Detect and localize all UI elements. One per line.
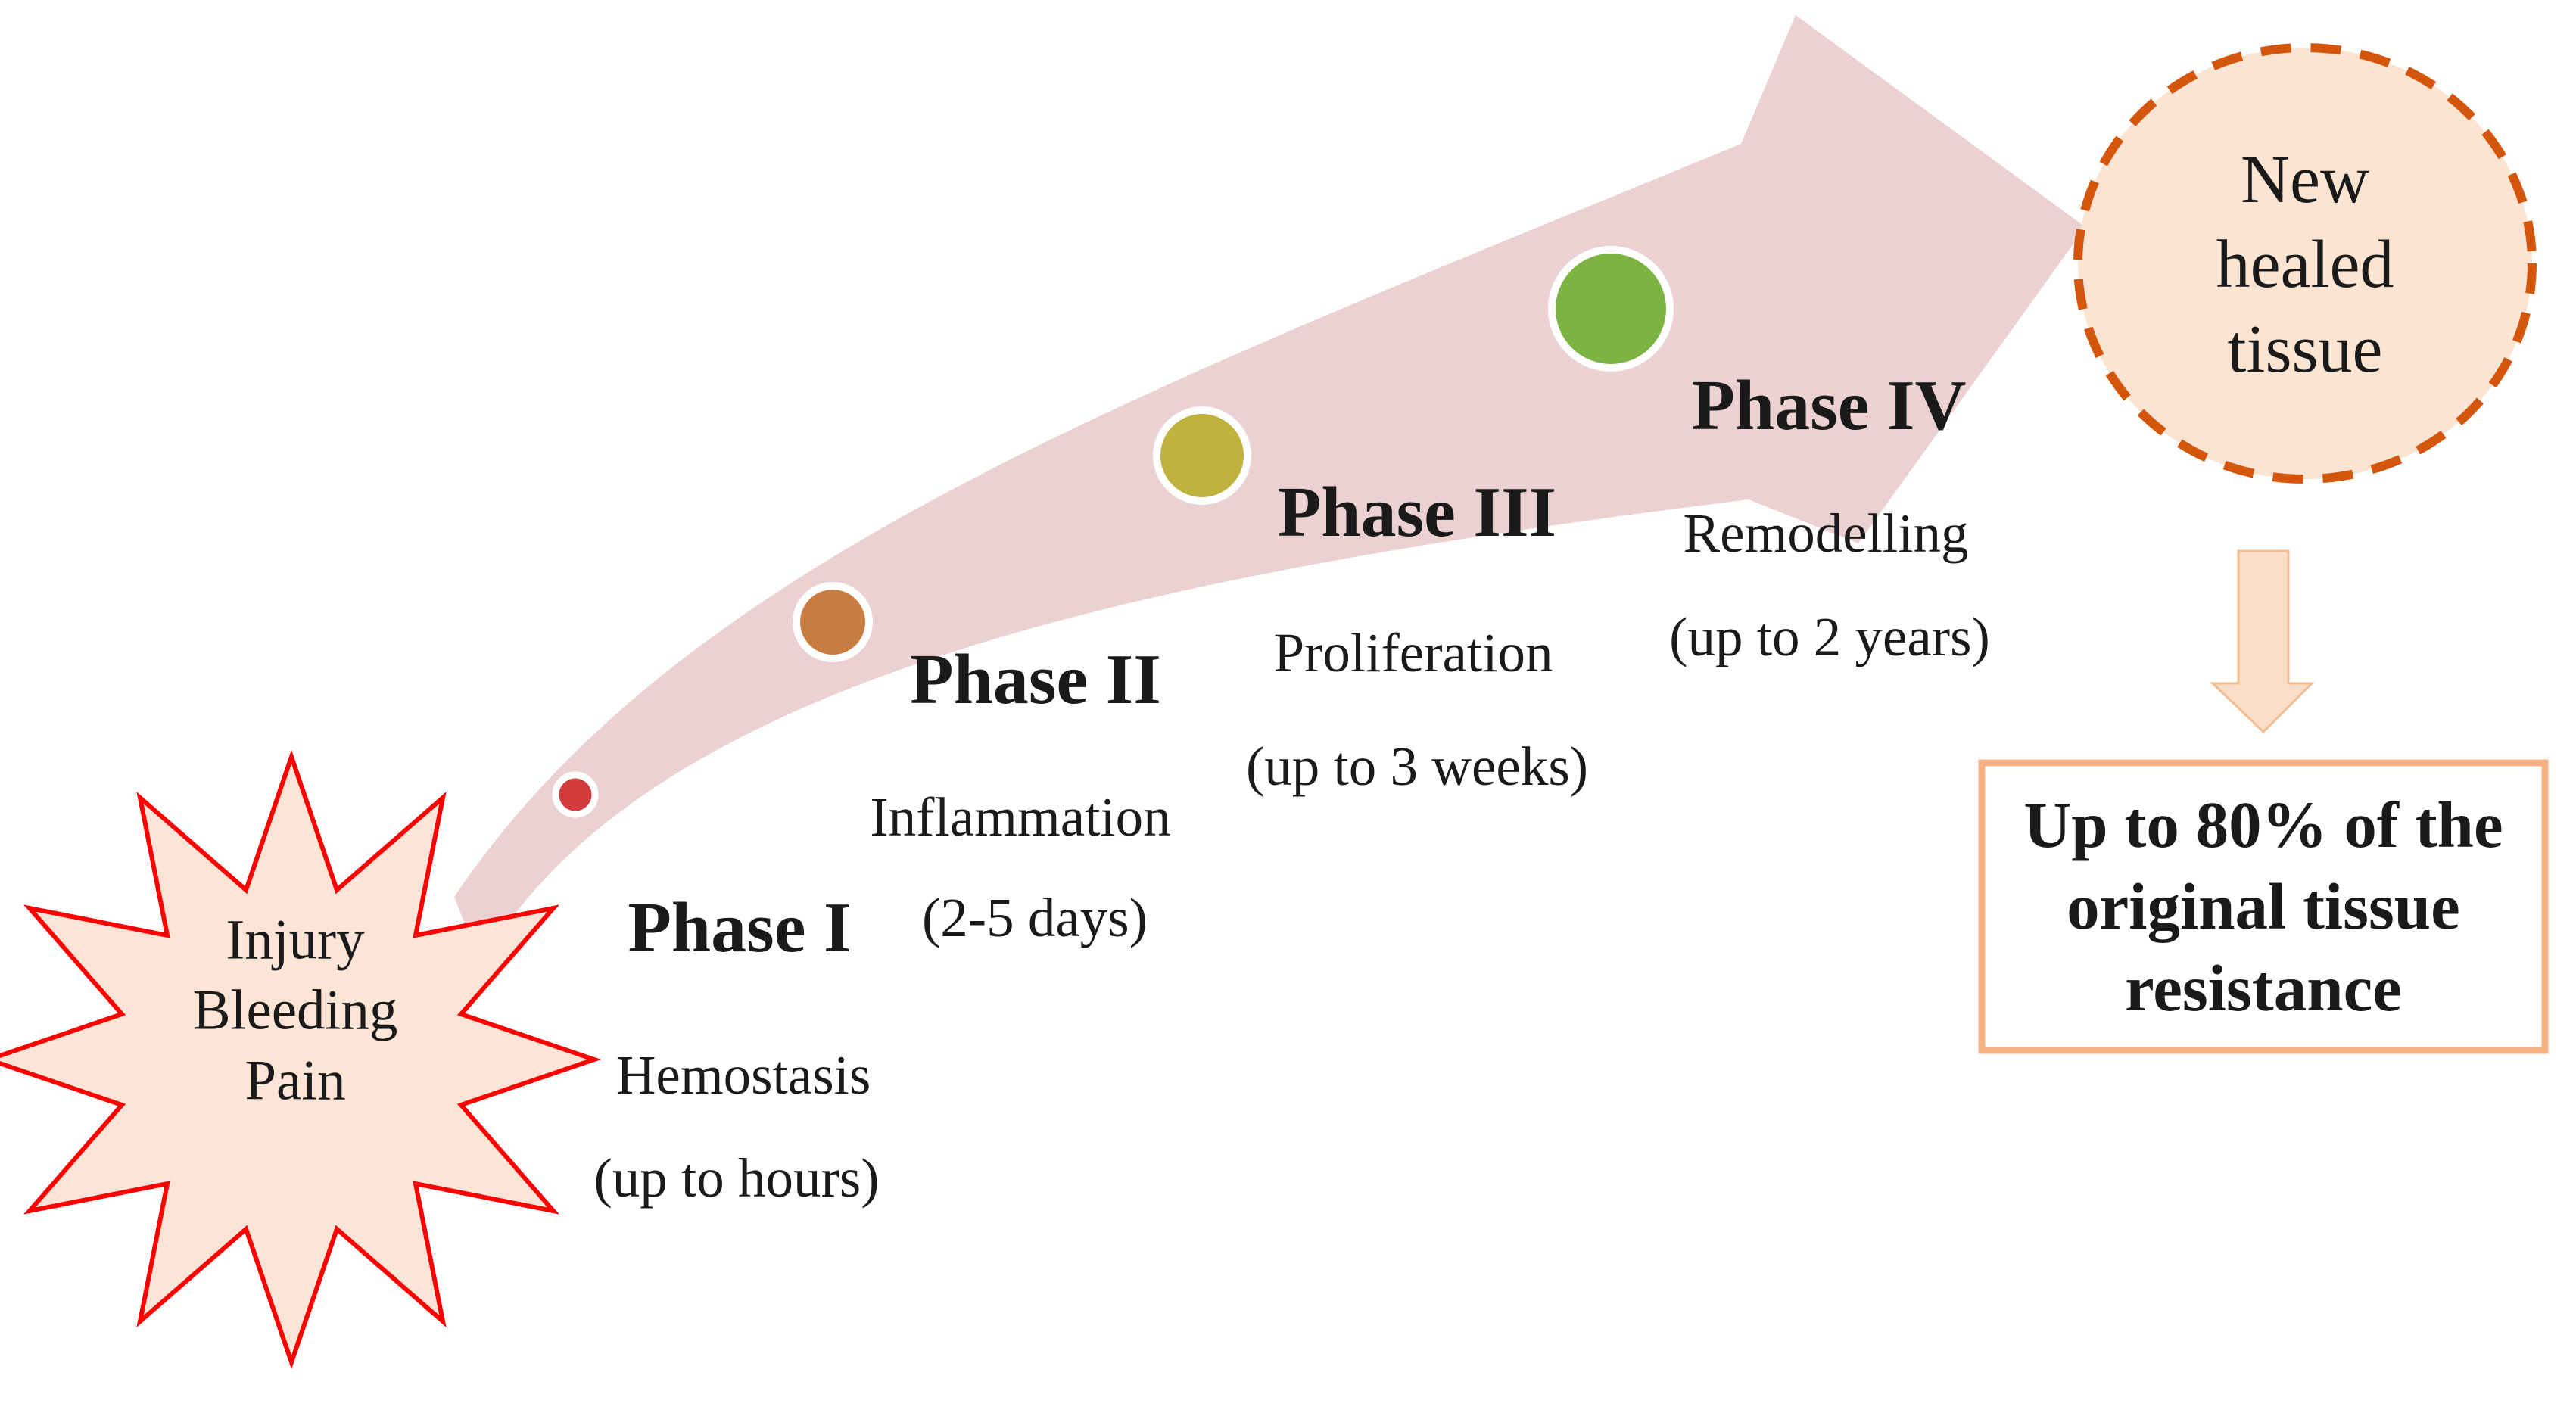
result-box <box>1978 759 2549 1054</box>
new-tissue-line-3: tissue <box>2227 312 2383 387</box>
new-tissue-line-1: New <box>2241 142 2369 217</box>
result-box-line-3: resistance <box>2125 951 2402 1025</box>
starburst-line-bleeding: Bleeding <box>192 979 398 1042</box>
result-box-label: Up to 80% of the original tissue resista… <box>2023 784 2503 1029</box>
phase-1-dot <box>552 771 599 818</box>
phase-2-dot <box>793 582 873 662</box>
new-tissue-label: New healed tissue <box>2216 138 2394 392</box>
phase-2-name: Inflammation <box>870 786 1171 848</box>
phase-1-title: Phase I <box>628 888 852 967</box>
phase-1-duration: (up to hours) <box>593 1147 880 1209</box>
phase-4-name: Remodelling <box>1683 503 1969 564</box>
phase-3-name: Proliferation <box>1273 622 1553 683</box>
healing-arrow <box>454 15 2085 965</box>
result-box-line-1: Up to 80% of the <box>2023 788 2503 861</box>
starburst-line-injury: Injury <box>226 908 365 972</box>
phase-2-duration: (2-5 days) <box>922 887 1148 948</box>
injury-starburst <box>0 749 602 1370</box>
phase-2-title: Phase II <box>910 640 1161 719</box>
phase-3-duration: (up to 3 weeks) <box>1245 736 1589 797</box>
starburst-label: Injury Bleeding Pain <box>193 905 398 1116</box>
starburst-line-pain: Pain <box>245 1049 346 1112</box>
phase-3-dot <box>1153 406 1251 505</box>
phase-3-title: Phase III <box>1277 473 1557 552</box>
phase-4-title: Phase IV <box>1691 366 1967 445</box>
new-tissue-circle <box>2073 43 2537 484</box>
new-tissue-line-2: healed <box>2216 227 2394 302</box>
phase-4-duration: (up to 2 years) <box>1669 606 1990 667</box>
phase-4-dot <box>1548 246 1674 372</box>
down-arrow <box>2210 549 2315 734</box>
phase-1-name: Hemostasis <box>615 1044 871 1106</box>
result-box-line-2: original tissue <box>2067 870 2460 943</box>
